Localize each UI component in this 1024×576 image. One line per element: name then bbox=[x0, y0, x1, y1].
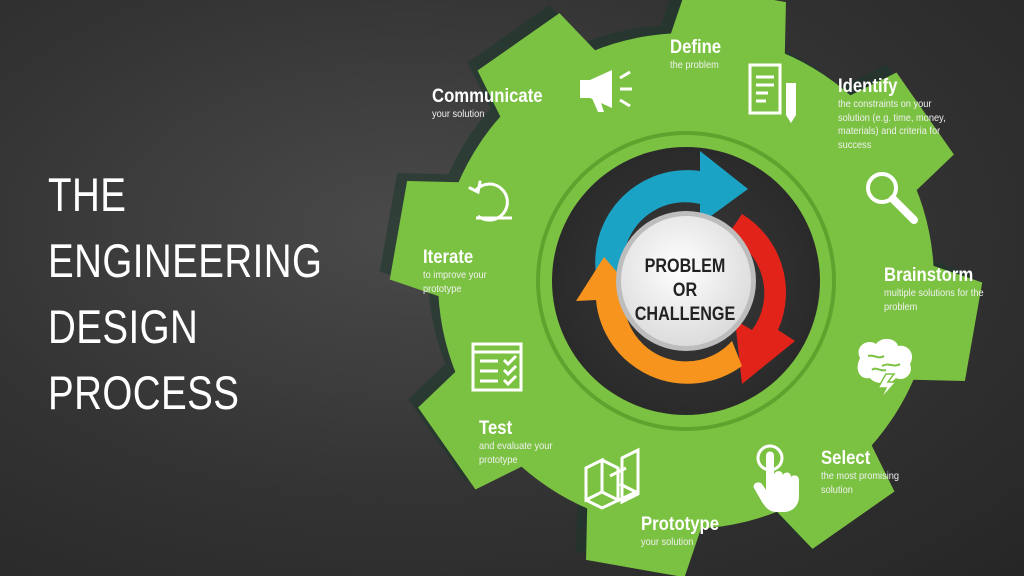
title-line-3: DESIGN bbox=[48, 300, 199, 353]
step-iterate-desc: to improve your prototype bbox=[423, 269, 487, 295]
checklist-icon bbox=[471, 342, 523, 392]
magnifier-icon bbox=[866, 172, 918, 224]
step-select: Select the most promising solution bbox=[821, 448, 936, 497]
document-pencil-icon bbox=[748, 63, 796, 123]
gear-tooth bbox=[477, 13, 596, 118]
step-identify: Identify the constraints on your solutio… bbox=[838, 76, 968, 152]
step-brainstorm-name: Brainstorm bbox=[884, 265, 974, 286]
gear-tooth bbox=[776, 444, 895, 549]
center-label: PROBLEM OR CHALLENGE bbox=[621, 255, 749, 327]
step-test-desc: and evaluate your prototype bbox=[479, 440, 553, 466]
step-iterate-name: Iterate bbox=[423, 247, 474, 268]
step-select-desc: the most promising solution bbox=[821, 470, 900, 496]
hand-pointer-icon bbox=[753, 444, 799, 512]
blocks-icon bbox=[584, 447, 640, 510]
step-prototype-name: Prototype bbox=[641, 514, 720, 535]
step-brainstorm: Brainstorm multiple solutions for the pr… bbox=[884, 265, 1019, 314]
blue-arrow bbox=[595, 151, 748, 274]
page-title: THE ENGINEERING DESIGN PROCESS bbox=[48, 162, 322, 426]
title-line-4: PROCESS bbox=[48, 366, 240, 419]
step-select-name: Select bbox=[821, 448, 871, 469]
step-test-name: Test bbox=[479, 418, 513, 439]
step-identify-name: Identify bbox=[838, 76, 898, 97]
gear-tooth bbox=[418, 371, 523, 490]
step-prototype-desc: your solution bbox=[641, 536, 694, 548]
gear-teeth bbox=[389, 0, 983, 576]
step-test: Test and evaluate your prototype bbox=[479, 418, 579, 467]
step-communicate: Communicate your solution bbox=[432, 86, 582, 122]
step-define-name: Define bbox=[670, 37, 722, 58]
step-communicate-name: Communicate bbox=[432, 86, 543, 107]
title-line-1: THE bbox=[48, 168, 127, 221]
step-iterate: Iterate to improve your prototype bbox=[423, 247, 523, 296]
center-label-line-1: PROBLEM bbox=[644, 256, 726, 277]
step-define-desc: the problem bbox=[670, 59, 719, 71]
red-arrow bbox=[727, 214, 795, 384]
gear-tooth bbox=[849, 72, 954, 191]
center-label-line-2: OR CHALLENGE bbox=[634, 280, 736, 325]
step-brainstorm-desc: multiple solutions for the problem bbox=[884, 287, 984, 313]
center-circle bbox=[621, 216, 751, 346]
cycle-arrow-icon bbox=[468, 180, 512, 222]
step-define: Define the problem bbox=[670, 37, 790, 73]
brain-lightning-icon bbox=[857, 338, 913, 401]
step-identify-desc: the constraints on your solution (e.g. t… bbox=[838, 98, 946, 151]
title-line-2: ENGINEERING bbox=[48, 234, 323, 287]
step-prototype: Prototype your solution bbox=[641, 514, 781, 550]
step-communicate-desc: your solution bbox=[432, 108, 485, 120]
megaphone-icon bbox=[580, 70, 632, 112]
